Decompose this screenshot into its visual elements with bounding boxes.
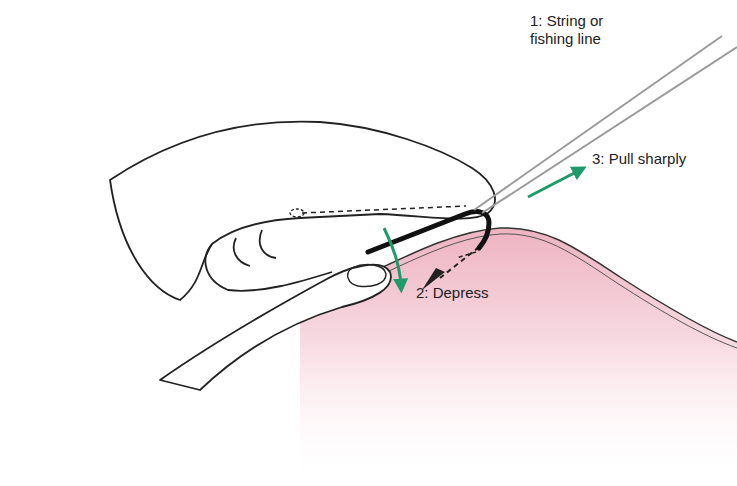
callout-label: 3: Pull sharply — [592, 150, 722, 168]
callout-label: 2: Depress — [416, 284, 526, 302]
hand — [110, 122, 495, 390]
callout-label: 1: String or fishing line — [530, 12, 626, 48]
direction-arrows — [384, 170, 580, 286]
hook-point-under-skin — [422, 247, 479, 290]
hook-shank-in-finger — [290, 206, 466, 217]
fishing-line — [474, 36, 737, 213]
